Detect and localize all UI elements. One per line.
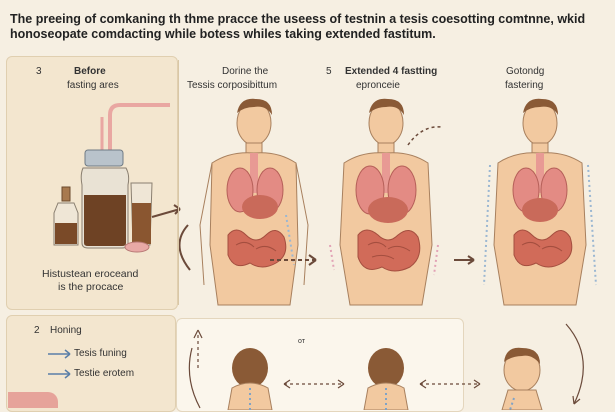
bottom-tissue-swatch bbox=[8, 392, 58, 408]
body-figure-after bbox=[483, 98, 597, 306]
panel-extended-label-1: Extended 4 fastting bbox=[345, 66, 438, 77]
panel-before-label-1: Before bbox=[74, 66, 106, 77]
legend-arrow-2 bbox=[48, 369, 71, 379]
separator-1 bbox=[178, 60, 179, 305]
flow-arrow-2 bbox=[270, 254, 317, 266]
title-line-2: honoseopate comdacting while botess whil… bbox=[10, 27, 436, 41]
bottom-heading: Honing bbox=[50, 325, 82, 336]
panel-during-label-2: Tessis corposibittum bbox=[187, 80, 278, 91]
panel-extended-label-2: epronceie bbox=[356, 80, 400, 91]
bottom-heads-panel bbox=[176, 318, 464, 412]
flow-arrow-3 bbox=[454, 255, 475, 265]
panel-extended-number: 5 bbox=[326, 66, 332, 77]
body-figure-extended bbox=[329, 98, 443, 306]
bottom-number: 2 bbox=[34, 325, 40, 336]
panel-before-label-2: fasting ares bbox=[67, 80, 119, 91]
legend-arrow-1 bbox=[48, 349, 71, 359]
flow-arrow-1 bbox=[151, 204, 191, 271]
title-line-1: The preeing of comkaning th thme pracce … bbox=[10, 12, 586, 26]
legend-item-2: Testie erotem bbox=[74, 368, 135, 379]
panel-after-label-1: Gotondg bbox=[506, 66, 545, 77]
panel-before-number: 3 bbox=[36, 66, 42, 77]
body-figure-during bbox=[199, 98, 309, 306]
panel-before-note-1: Histustean eroceand bbox=[42, 268, 139, 280]
legend-item-1: Tesis funing bbox=[74, 348, 127, 359]
panel-before-note-2: is the procace bbox=[58, 281, 124, 293]
panel-after-label-2: fastering bbox=[505, 80, 544, 91]
bottom-heads-illustration bbox=[188, 323, 584, 410]
panel-during-label-1: Dorine the bbox=[222, 66, 269, 77]
diagram-title: The preeing of comkaning th thme pracce … bbox=[10, 12, 605, 42]
bottom-small-label: oт bbox=[298, 338, 306, 345]
bottles-illustration bbox=[53, 103, 170, 253]
